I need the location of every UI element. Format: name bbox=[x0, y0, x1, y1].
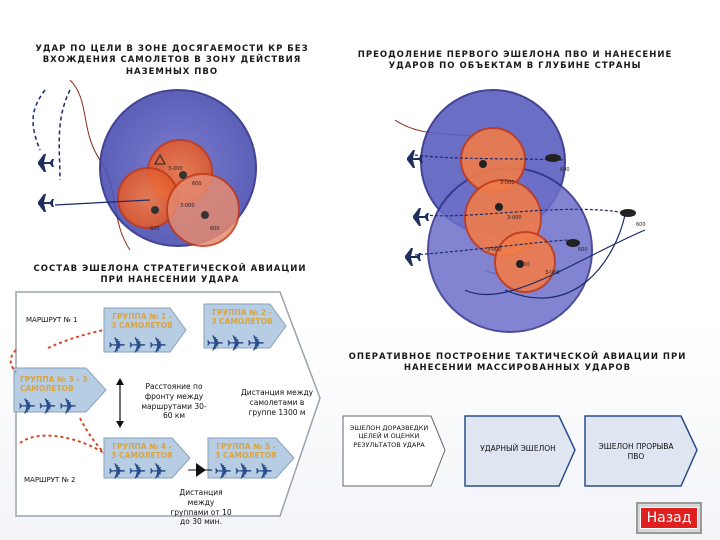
target-zone bbox=[494, 231, 556, 293]
aircraft-icon bbox=[38, 154, 54, 172]
right-strike-map bbox=[395, 89, 646, 333]
group-label: ГРУППА № 4 - 3 САМОЛЕТОВ bbox=[111, 442, 173, 460]
echelon-arrow bbox=[584, 415, 698, 487]
map-label: 600 bbox=[636, 222, 646, 228]
aircraft-icon bbox=[413, 208, 429, 226]
route-1-label: МАРШРУТ № 1 bbox=[26, 316, 78, 324]
target-marker-icon bbox=[201, 211, 209, 219]
airfield-icon bbox=[566, 239, 580, 247]
aircraft-row: ✈✈✈ bbox=[108, 460, 170, 485]
target-marker-icon bbox=[516, 260, 524, 268]
aircraft-row: ✈✈✈ bbox=[108, 334, 170, 359]
map-label: 3-000 bbox=[500, 180, 515, 186]
map-label: 600 bbox=[560, 167, 570, 173]
target-marker-icon bbox=[154, 153, 166, 165]
echelon-label: ЭШЕЛОН ПРОРЫВА ПВО bbox=[598, 442, 674, 461]
title-top-right: ПРЕОДОЛЕНИЕ ПЕРВОГО ЭШЕЛОНА ПВО И НАНЕСЕ… bbox=[357, 50, 673, 72]
echelon-arrow bbox=[342, 415, 446, 487]
aircraft-row: ✈✈✈ bbox=[214, 460, 276, 485]
flight-path bbox=[414, 239, 571, 256]
echelon-label: ЭШЕЛОН ДОРАЗВЕДКИ ЦЕЛЕЙ И ОЦЕНКИ РЕЗУЛЬТ… bbox=[349, 424, 429, 449]
group-distance-note: Дистанция между группами от 10 до 30 мин… bbox=[170, 488, 232, 527]
group-label: ГРУППА № 3 - 3 САМОЛЕТОВ bbox=[20, 375, 88, 393]
map-label: 3-000 bbox=[545, 270, 560, 276]
echelon-label: УДАРНЫЙ ЭШЕЛОН bbox=[480, 444, 556, 453]
group-arrow bbox=[13, 367, 107, 413]
flight-path bbox=[32, 89, 46, 151]
group-label: ГРУППА № 1 - 3 САМОЛЕТОВ bbox=[111, 312, 173, 330]
map-label: 600 bbox=[578, 247, 588, 253]
target-zone bbox=[166, 173, 240, 247]
tactical-echelons bbox=[342, 415, 698, 487]
flight-path bbox=[54, 199, 151, 206]
map-label: 600 bbox=[210, 226, 220, 232]
map-label: 3-000 bbox=[507, 215, 522, 221]
flight-path bbox=[58, 89, 71, 181]
aircraft-row: ✈✈✈ bbox=[206, 332, 268, 357]
group-label: ГРУППА № 5 - 3 САМОЛЕТОВ bbox=[215, 442, 277, 460]
back-button-label[interactable]: Назад bbox=[639, 507, 699, 529]
group-arrow bbox=[103, 437, 191, 479]
title-mid-left: СОСТАВ ЭШЕЛОНА СТРАТЕГИЧЕСКОЙ АВИАЦИИ ПР… bbox=[33, 264, 307, 286]
map-label: 3-000 bbox=[180, 203, 195, 209]
map-label: 600 bbox=[150, 226, 160, 232]
group-label: ГРУППА № 2 - 3 САМОЛЕТОВ bbox=[211, 308, 273, 326]
aircraft-icon bbox=[407, 150, 423, 168]
target-marker-icon bbox=[179, 171, 187, 179]
title-mid-right: ОПЕРАТИВНОЕ ПОСТРОЕНИЕ ТАКТИЧЕСКОЙ АВИАЦ… bbox=[348, 352, 687, 374]
front-distance-note: Расстояние по фронту между маршрутами 30… bbox=[141, 382, 207, 421]
flight-path bbox=[424, 208, 636, 217]
left-strike-map bbox=[32, 80, 257, 251]
target-marker-icon bbox=[479, 160, 487, 168]
aircraft-icon bbox=[38, 194, 54, 212]
target-marker-icon bbox=[151, 206, 159, 214]
map-label: 600 bbox=[192, 181, 202, 187]
map-label: 3-000 bbox=[487, 247, 502, 253]
target-marker-icon bbox=[495, 203, 503, 211]
group-arrow bbox=[207, 437, 295, 479]
strategic-echelon-frame bbox=[9, 291, 321, 517]
flight-path bbox=[504, 214, 626, 299]
map-label: 600 bbox=[520, 262, 530, 268]
group-arrow bbox=[103, 307, 187, 353]
airfield-icon bbox=[620, 209, 636, 217]
back-button[interactable]: Назад bbox=[636, 502, 702, 534]
aircraft-row: ✈✈✈ bbox=[18, 395, 80, 420]
map-label: 3-000 bbox=[168, 166, 183, 172]
group-arrow bbox=[203, 303, 287, 349]
flight-path bbox=[464, 229, 646, 296]
aircraft-distance-note: Дистанция между самолетами в группе 1300… bbox=[240, 388, 314, 417]
echelon-arrow bbox=[464, 415, 576, 487]
chevron-icon bbox=[196, 463, 206, 477]
airfield-icon bbox=[545, 154, 561, 162]
title-top-left: УДАР ПО ЦЕЛИ В ЗОНЕ ДОСЯГАЕМОСТИ КР БЕЗ … bbox=[35, 44, 309, 77]
route-2-label: МАРШРУТ № 2 bbox=[24, 476, 76, 484]
aircraft-icon bbox=[405, 248, 421, 266]
